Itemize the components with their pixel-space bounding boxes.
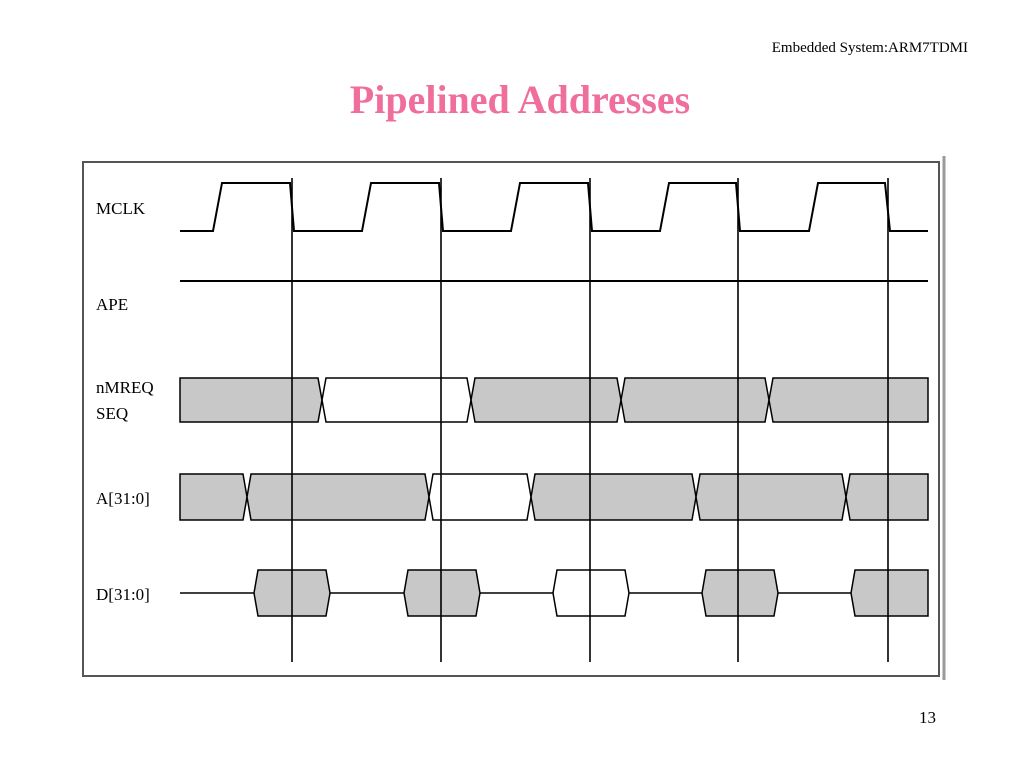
nmreq-cycle-1 <box>179 377 323 423</box>
label-nmreq: nMREQ <box>96 378 154 397</box>
label-mclk: MCLK <box>96 199 146 218</box>
data-cycle-3 <box>552 569 630 617</box>
nmreq-cycle-3 <box>470 377 622 423</box>
data-cycle-5 <box>850 569 929 617</box>
address-cycle-5 <box>695 473 847 521</box>
clock-edge-markers <box>291 178 889 662</box>
label-data-bus: D[31:0] <box>96 585 150 604</box>
label-seq: SEQ <box>96 404 128 423</box>
label-address-bus: A[31:0] <box>96 489 150 508</box>
address-cycle-6 <box>845 473 929 521</box>
nmreq-cycle-4 <box>620 377 770 423</box>
data-cycle-4 <box>701 569 779 617</box>
page-number: 13 <box>919 708 936 727</box>
data-cycle-2 <box>403 569 481 617</box>
slide-header: Embedded System:ARM7TDMI <box>771 40 968 56</box>
address-cycle-3 <box>428 473 532 521</box>
nmreq-seq-bus <box>179 377 929 423</box>
address-cycle-2 <box>246 473 430 521</box>
timing-diagram: MCLK APE nMREQ SEQ A[31:0] D[31:0] <box>82 156 946 680</box>
data-bus <box>180 569 929 617</box>
address-cycle-4 <box>530 473 697 521</box>
nmreq-cycle-2 <box>321 377 472 423</box>
address-cycle-1 <box>179 473 248 521</box>
label-ape: APE <box>96 295 128 314</box>
slide-title: Pipelined Addresses <box>349 77 691 122</box>
nmreq-cycle-5 <box>768 377 929 423</box>
